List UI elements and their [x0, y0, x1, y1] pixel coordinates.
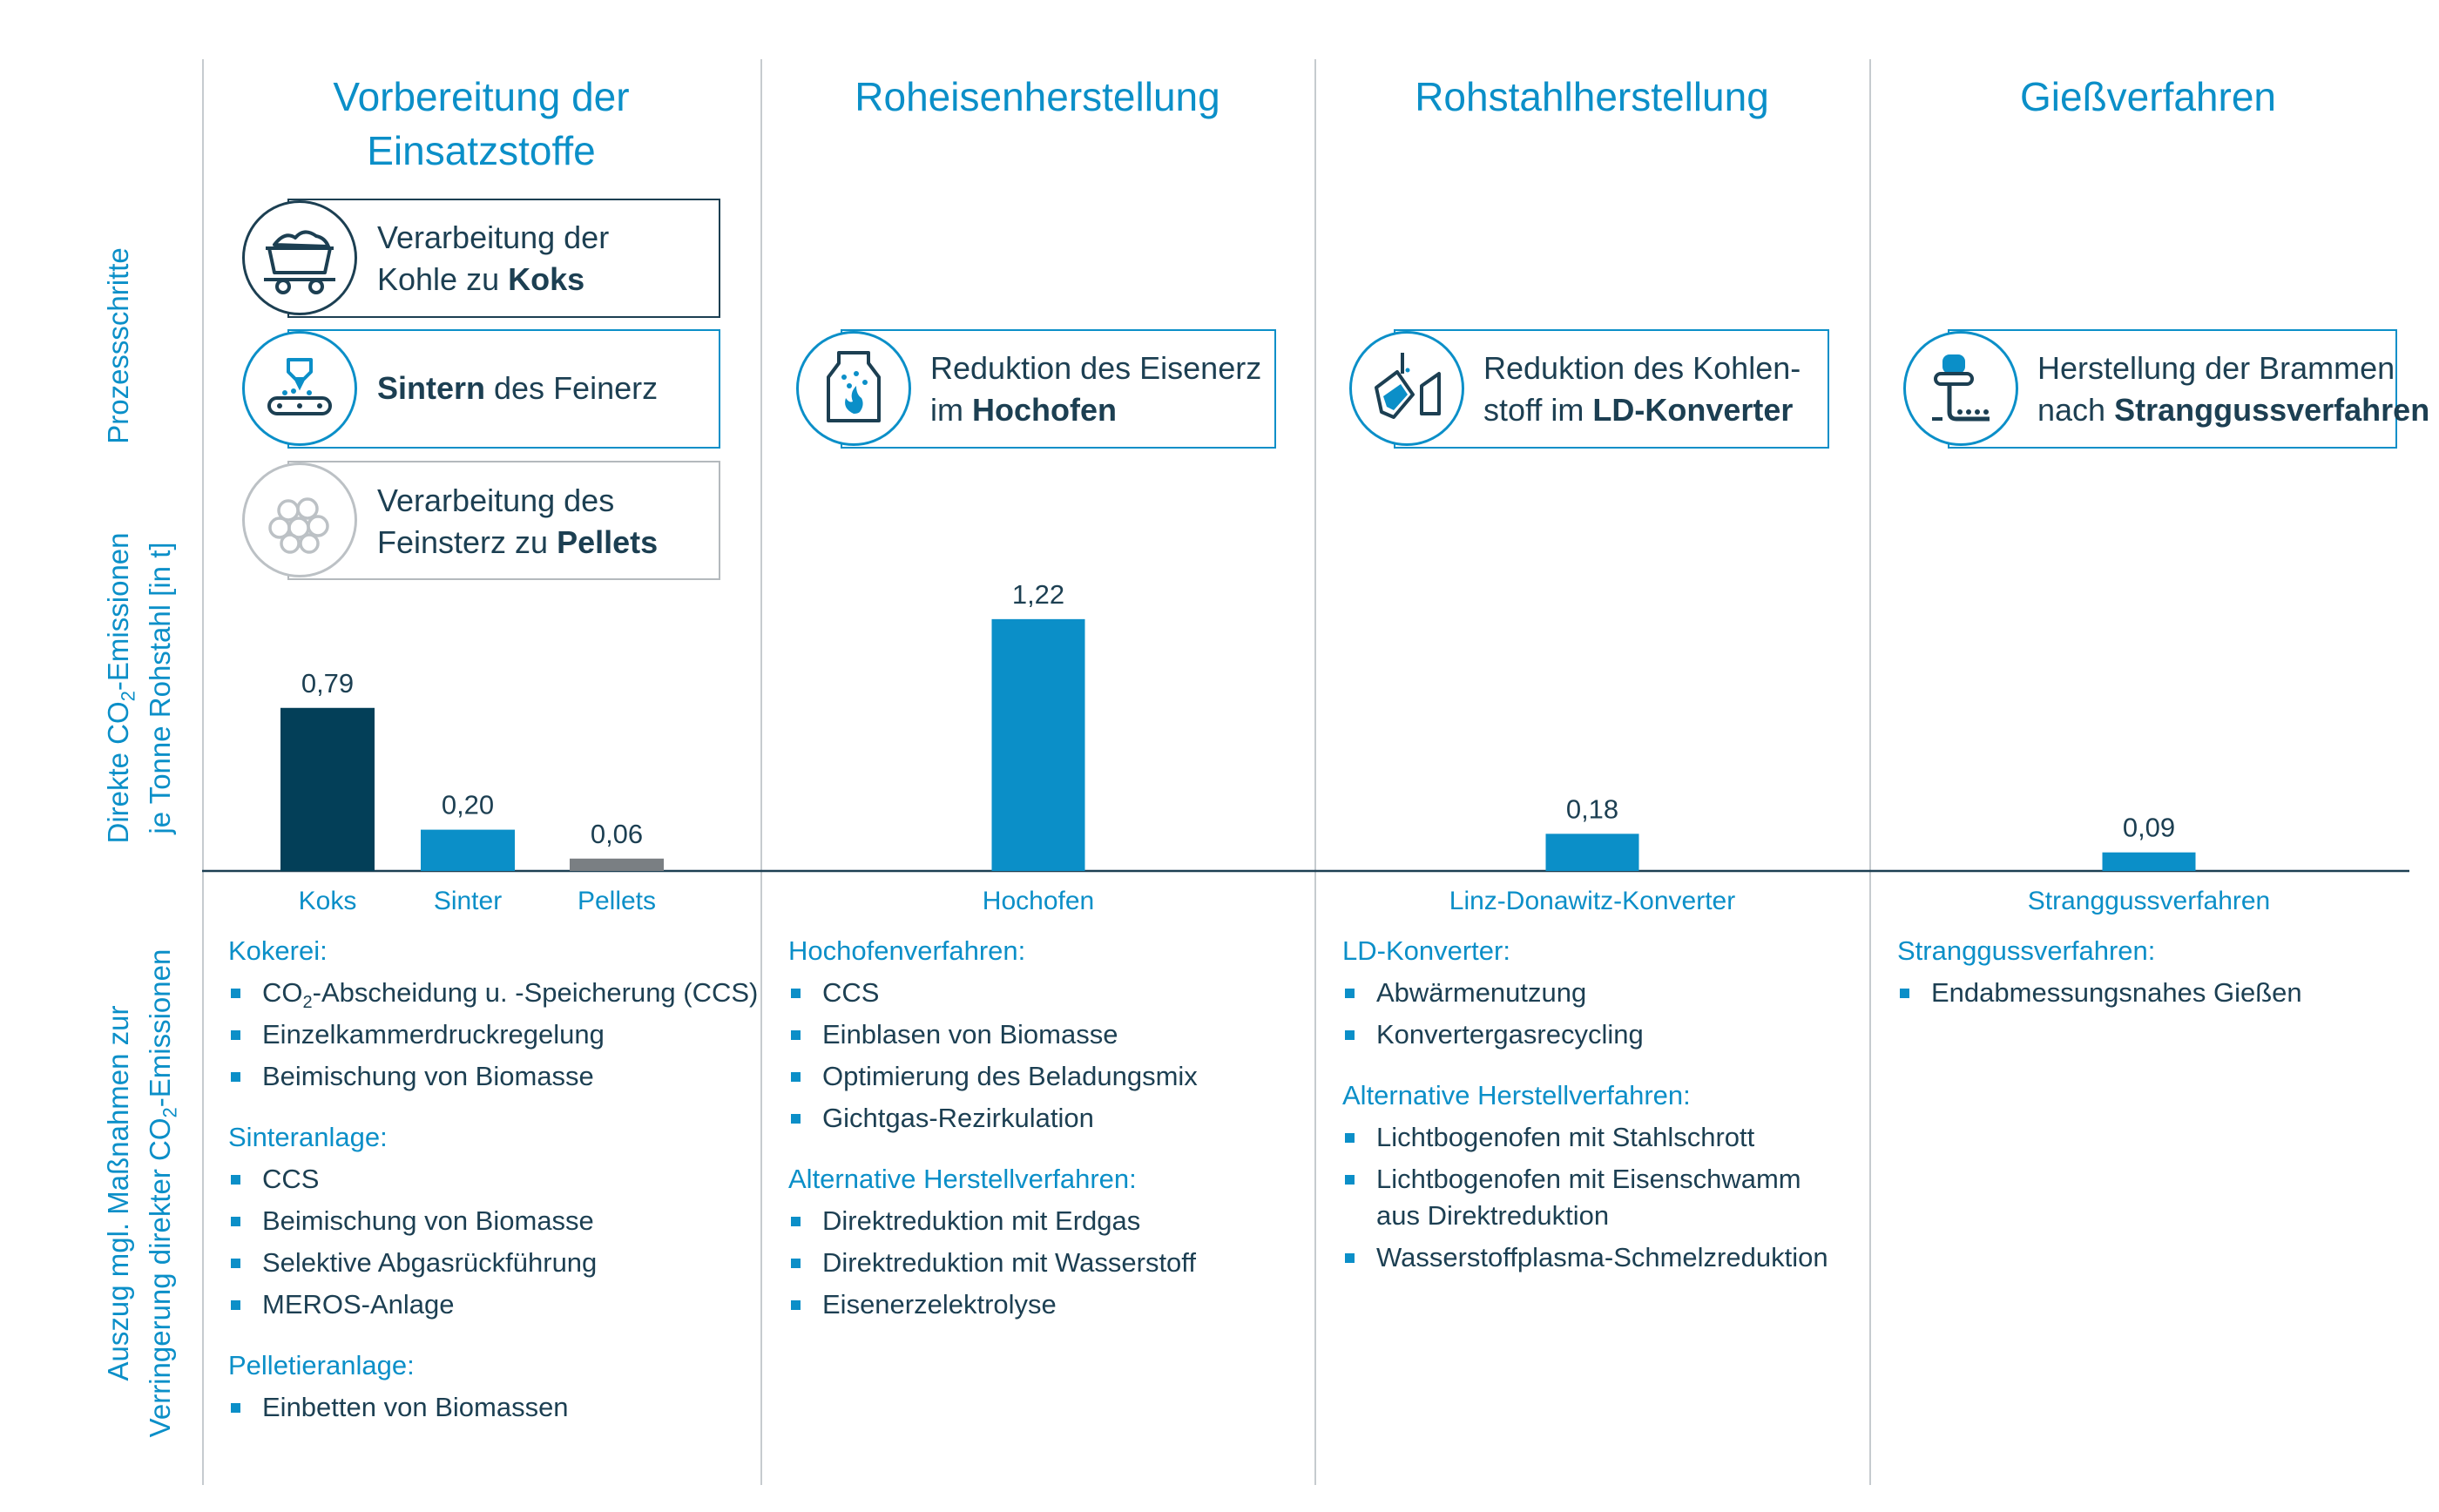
process-box-pellets: [287, 461, 720, 580]
measures-column-roheisen: Hochofenverfahren: CCS Einblasen von Bio…: [788, 930, 1198, 1345]
continuous-casting-icon: [1932, 354, 1990, 422]
list-item: MEROS-Anlage: [228, 1284, 758, 1326]
list-item: Optimierung des Beladungsmix: [788, 1056, 1198, 1097]
divider-3: [1869, 59, 1871, 1485]
process-box-koks: [287, 199, 720, 318]
process-text-hochofen: Reduktion des Eisenerz im Hochofen: [930, 350, 1262, 428]
bar-koks: [280, 707, 375, 871]
measures-list-hochofenverfahren: CCS Einblasen von Biomasse Optimierung d…: [788, 972, 1198, 1139]
list-item: Einbetten von Biomassen: [228, 1387, 758, 1428]
coal-cart-icon: [264, 230, 335, 294]
measures-list-pelletieranlage: Einbetten von Biomassen: [228, 1387, 758, 1428]
list-item: Direktreduktion mit Wasserstoff: [788, 1242, 1198, 1284]
bar-pellets: [570, 858, 664, 871]
process-circle-sinter: [242, 331, 357, 446]
measures-heading-pelletieranlage: Pelletieranlage:: [228, 1350, 415, 1380]
measures-list-sinteranlage: CCS Beimischung von Biomasse Selektive A…: [228, 1158, 758, 1326]
divider-left: [202, 59, 204, 1485]
measures-heading-alternative-roheisen: Alternative Herstellverfahren:: [788, 1164, 1137, 1194]
list-item: Direktreduktion mit Erdgas: [788, 1200, 1198, 1242]
process-text-strangguss: Herstellung der Brammen nach Stranggussv…: [2037, 350, 2430, 428]
process-circle-pellets: [242, 462, 357, 577]
bar-sinter: [421, 829, 515, 871]
process-box-hochofen: [841, 329, 1276, 449]
list-item: Konvertergasrecycling: [1342, 1014, 1828, 1056]
column-title-roheisen: Roheisenherstellung: [855, 74, 1220, 119]
pellets-icon: [268, 497, 329, 554]
list-item: Lichtbogenofen mit Stahlschrott: [1342, 1117, 1828, 1158]
list-item: Beimischung von Biomasse: [228, 1056, 758, 1097]
list-item: Selektive Abgasrückführung: [228, 1242, 758, 1284]
category-label: Koks: [299, 887, 357, 915]
measures-list-ld-konverter: Abwärmenutzung Konvertergasrecycling: [1342, 972, 1828, 1056]
process-text-koks: Verarbeitung der Kohle zu Koks: [377, 219, 610, 297]
bar-value-label: 0,09: [2123, 813, 2175, 843]
list-item: Gichtgas-Rezirkulation: [788, 1097, 1198, 1139]
process-box-strangguss: [1948, 329, 2397, 449]
list-item: Wasserstoffplasma-Schmelzreduktion: [1342, 1237, 1828, 1279]
measures-list-alternative-roheisen: Direktreduktion mit Erdgas Direktredukti…: [788, 1200, 1198, 1326]
process-box-ld-konverter: [1394, 329, 1829, 449]
measures-heading-alternative-rohstahl: Alternative Herstellverfahren:: [1342, 1080, 1691, 1110]
divider-2: [1314, 59, 1316, 1485]
divider-1: [760, 59, 762, 1485]
measures-column-rohstahl: LD-Konverter: Abwärmenutzung Konverterga…: [1342, 930, 1828, 1298]
process-text-ld-konverter: Reduktion des Kohlen- stoff im LD-Konver…: [1483, 350, 1801, 428]
measures-list-alternative-rohstahl: Lichtbogenofen mit Stahlschrott Lichtbog…: [1342, 1117, 1828, 1279]
measures-heading-ld-konverter: LD-Konverter:: [1342, 935, 1510, 966]
list-item: CCS: [228, 1158, 758, 1200]
measures-heading-hochofenverfahren: Hochofenverfahren:: [788, 935, 1026, 966]
list-item: Abwärmenutzung: [1342, 972, 1828, 1014]
list-item: CCS: [788, 972, 1198, 1014]
list-item: Einblasen von Biomasse: [788, 1014, 1198, 1056]
bar-value-label: 1,22: [1012, 579, 1064, 610]
process-circle-koks: [242, 200, 357, 315]
category-label: Sinter: [434, 887, 502, 915]
sinter-conveyor-icon: [267, 358, 332, 415]
column-title-giessverfahren: Gießverfahren: [2019, 74, 2276, 119]
converter-icon: [1375, 353, 1441, 419]
process-circle-strangguss: [1903, 331, 2018, 446]
category-label: Pellets: [578, 887, 656, 915]
process-circle-hochofen: [796, 331, 911, 446]
measures-heading-stranggussverfahren: Stranggussverfahren:: [1897, 935, 2156, 966]
bar-value-label: 0,79: [301, 668, 354, 699]
list-item: Eisenerzelektrolyse: [788, 1284, 1198, 1326]
measures-heading-kokerei: Kokerei:: [228, 935, 328, 966]
bar-stranggussverfahren: [2102, 852, 2196, 871]
process-circle-ld-konverter: [1349, 331, 1464, 446]
bar-linz-donawitz-konverter: [1545, 834, 1639, 871]
process-text-pellets: Verarbeitung des Feinsterz zu Pellets: [377, 483, 659, 560]
bar-value-label: 0,18: [1566, 793, 1618, 824]
category-label: Linz-Donawitz-Konverter: [1449, 887, 1735, 915]
bar-value-label: 0,20: [442, 790, 494, 820]
measures-heading-sinteranlage: Sinteranlage:: [228, 1122, 388, 1152]
measures-list-kokerei: CO2-Abscheidung u. -Speicherung (CCS) Ei…: [228, 972, 758, 1097]
list-item: Einzelkammerdruckregelung: [228, 1014, 758, 1056]
process-text-sinter: Sintern des Feinerz: [377, 370, 659, 406]
bar-value-label: 0,06: [591, 819, 643, 849]
measures-list-stranggussverfahren: Endabmessungsnahes Gießen: [1897, 972, 2302, 1014]
bar-hochofen: [991, 618, 1085, 871]
category-label: Hochofen: [983, 887, 1094, 915]
blast-furnace-icon: [827, 351, 881, 422]
measures-column-einsatzstoffe: Kokerei: CO2-Abscheidung u. -Speicherung…: [228, 930, 758, 1448]
category-label: Stranggussverfahren: [2028, 887, 2271, 915]
list-item: CO2-Abscheidung u. -Speicherung (CCS): [228, 972, 758, 1014]
column-title-rohstahl: Rohstahlherstellung: [1415, 74, 1769, 119]
list-item: Beimischung von Biomasse: [228, 1200, 758, 1242]
measures-column-giessverfahren: Stranggussverfahren: Endabmessungsnahes …: [1897, 930, 2302, 1033]
list-item: Endabmessungsnahes Gießen: [1897, 972, 2302, 1014]
